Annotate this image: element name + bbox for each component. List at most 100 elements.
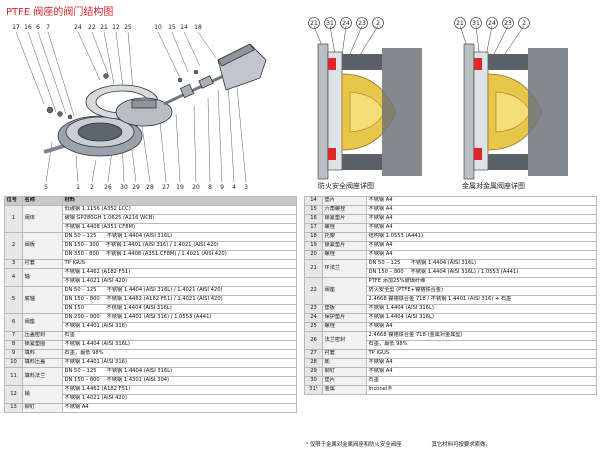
- callout-21: 21: [100, 24, 108, 31]
- part-material: DN 150 不锈钢 1.4404 (AISI 316L): [62, 304, 297, 314]
- valve-body: [43, 115, 145, 157]
- header-material: 材料: [62, 196, 297, 206]
- part-name: 阀座: [322, 277, 367, 305]
- part-material: 低碳钢 1.1156 (A352 LCC): [62, 205, 297, 215]
- callout-21: 21: [456, 20, 464, 27]
- part-name: 轴: [22, 268, 63, 287]
- callout-21: 21: [310, 20, 318, 27]
- callout-4: 4: [232, 184, 236, 191]
- part-name: 底轴: [22, 286, 63, 314]
- part-material: DN 50 – 125 不锈钢 1.4404 (AISI 316L): [62, 232, 297, 242]
- callout-29: 29: [132, 184, 140, 191]
- part-name: 环法兰: [322, 259, 367, 278]
- footnote-1: ¹ 仅限于金属对金属阀座和防火安全阀座: [306, 442, 402, 448]
- part-material: DN 150 - 300 不锈钢 1.4401 (AISI 316) / 1.4…: [62, 241, 297, 251]
- part-material: DN 50 – 125 不锈钢 1.4404 (AISI 316L) / 1.4…: [62, 286, 297, 296]
- part-name: 垫板: [322, 304, 367, 314]
- part-name: 填料: [22, 349, 63, 359]
- part-material: 不锈钢 A4: [366, 241, 597, 251]
- callout-26: 26: [104, 184, 112, 191]
- part-material: DN 150 – 800 不锈钢 1.4301 (AISI 304): [62, 376, 297, 386]
- position-number: 26: [304, 331, 323, 350]
- header-position: 位号: [4, 196, 23, 206]
- part-material: 不锈钢 A4: [62, 403, 297, 413]
- callout-19: 19: [176, 184, 184, 191]
- part-material: 不锈钢 1.4404 (AISI 316L): [62, 340, 297, 350]
- callout-31: 31: [326, 20, 334, 27]
- callout-24: 24: [342, 20, 350, 27]
- part-material: DN 350 - 800 不锈钢 1.4408 (A351 CF8M) / 1.…: [62, 250, 297, 260]
- part-material: 石墨: [62, 331, 297, 341]
- header-name: 名称: [22, 196, 63, 206]
- part-material: DN 50 – 125 不锈钢 1.4404 (AISI 316L): [62, 367, 297, 377]
- part-name: 销: [22, 385, 63, 404]
- page-title: PTFE 阀座的阀门结构图: [6, 7, 114, 18]
- part-material: 不锈钢 A4: [366, 214, 597, 224]
- stem-bracket: [163, 43, 267, 106]
- part-material: 不锈钢 1.4462 (A182 F51): [62, 268, 297, 278]
- leader-lines: [15, 31, 247, 183]
- position-number: 24: [304, 313, 323, 323]
- position-number: 8: [4, 340, 23, 350]
- part-material: DN 150 – 800 不锈钢 1.4462 (A182 F51) / 1.4…: [62, 295, 297, 305]
- part-name: 阀座: [22, 313, 63, 332]
- position-number: 2: [4, 232, 23, 260]
- part-material: 不锈钢 1.4404 (AISI 316L): [366, 313, 597, 323]
- position-number: 18: [304, 232, 323, 242]
- part-material: DN 50 – 125 不锈钢 1.4404 (AISI 316L): [366, 259, 597, 269]
- position-number: 23: [304, 304, 323, 314]
- callout-circle-31: [324, 17, 336, 29]
- position-number: 13: [4, 403, 23, 413]
- part-name: 轭: [322, 358, 367, 368]
- part-material: 不锈钢 A4: [366, 250, 597, 260]
- part-name: 托架: [322, 232, 367, 242]
- part-material: 2.4668 镍铬铁合金 718 / 不锈钢 1.4401 (AISI 316)…: [366, 295, 597, 305]
- callout-22: 22: [88, 24, 96, 31]
- callout-circle-2: [518, 17, 530, 29]
- callout-14: 14: [180, 24, 188, 31]
- part-name: 螺栓: [322, 250, 367, 260]
- callout-31: 31: [472, 20, 480, 27]
- part-name: 锁紧垫圈: [22, 340, 63, 350]
- position-number: 7: [4, 331, 23, 341]
- callout-1: 1: [76, 184, 80, 191]
- part-material: 碳钢 GP280GH 1.0625 (A216 WCB): [62, 214, 297, 224]
- callout-24: 24: [488, 20, 496, 27]
- part-name: 填料压盖: [22, 358, 63, 368]
- position-number: 12: [4, 385, 23, 404]
- valve-disc: [115, 97, 173, 127]
- callout-circle-21: [308, 17, 320, 29]
- position-number: 21: [304, 259, 323, 278]
- position-number: 27: [304, 349, 323, 359]
- callout-12: 12: [112, 24, 120, 31]
- part-name: 螺栓: [322, 322, 367, 332]
- callout-16: 16: [24, 24, 32, 31]
- position-number: 3: [4, 259, 23, 269]
- part-name: 垫片: [322, 376, 367, 386]
- callout-8: 8: [208, 184, 212, 191]
- callout-24: 24: [74, 24, 82, 31]
- part-name: 衬套: [22, 259, 63, 269]
- part-material: 不锈钢 1.4021 (AISI 420): [62, 394, 297, 404]
- part-name: 铆钉: [22, 403, 63, 413]
- position-number: 31¹: [304, 385, 323, 395]
- callout-2: 2: [90, 184, 94, 191]
